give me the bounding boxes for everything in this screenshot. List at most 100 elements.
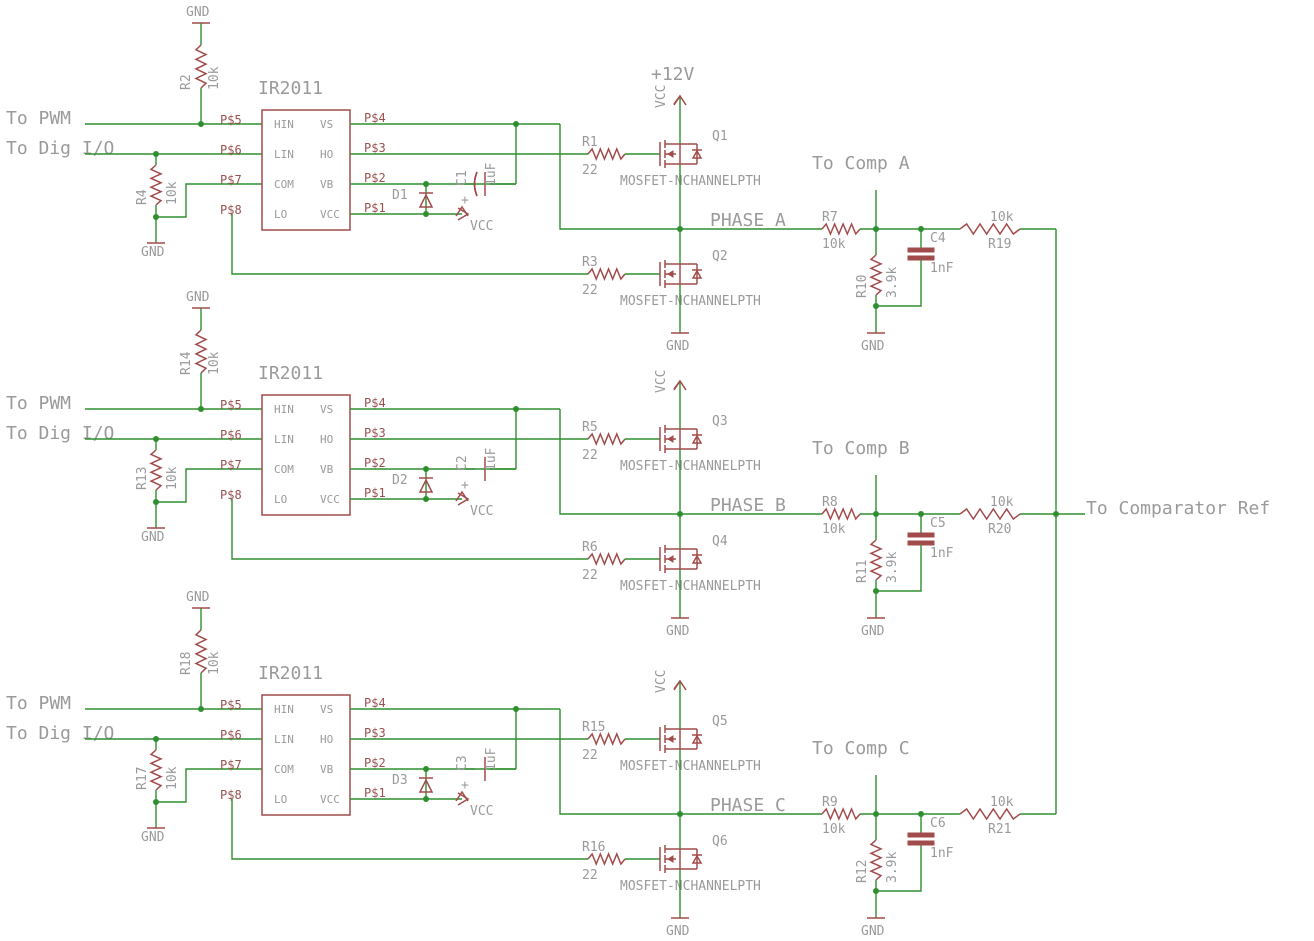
wire <box>559 409 680 515</box>
mosfet-ref: Q2 <box>712 249 728 264</box>
cap-value: 1uF <box>484 747 499 771</box>
gnd-label: GND <box>861 339 885 354</box>
pin-name: LIN <box>274 148 294 161</box>
resistor-value: 3.9k <box>885 267 900 298</box>
ic-body <box>261 694 351 816</box>
gnd-label: GND <box>141 245 165 260</box>
resistor-ref: R18 <box>179 652 194 675</box>
pin-name: HIN <box>274 403 294 416</box>
resistor-value: 10k <box>165 181 180 205</box>
gnd-label: GND <box>186 290 210 305</box>
cap-polarity: + <box>461 478 469 493</box>
resistor-symbol <box>149 749 163 791</box>
junction-dot <box>153 799 159 805</box>
resistor-symbol <box>587 432 626 446</box>
pin-number: P$7 <box>220 758 242 772</box>
phase-label: PHASE B <box>710 495 786 516</box>
mosfet-value: MOSFET-NCHANNELPTH <box>620 579 761 594</box>
cap-plate <box>907 247 935 253</box>
pin-number: P$5 <box>220 698 242 712</box>
resistor-value: 10k <box>822 237 846 252</box>
resistor-ref: R14 <box>179 351 194 375</box>
pin-number: P$5 <box>220 398 242 412</box>
mosfet-ref: Q5 <box>712 714 728 729</box>
pin-name: COM <box>274 763 294 776</box>
pwm-input-label: To PWM <box>6 108 71 129</box>
dig-io-input-label: To Dig I/O <box>6 723 114 744</box>
body-diode <box>691 554 703 564</box>
resistor-symbol <box>869 839 883 881</box>
resistor-ref: R1 <box>582 135 598 150</box>
resistor-value: 22 <box>582 748 598 763</box>
resistor-symbol <box>194 329 208 374</box>
resistor-ref: R5 <box>582 420 598 435</box>
pin-number: P$1 <box>364 201 386 215</box>
cap-value: 1nF <box>930 261 954 276</box>
cap-value: 1uF <box>484 447 499 471</box>
pin-name: VCC <box>320 493 340 506</box>
gnd-label: GND <box>666 339 690 354</box>
resistor-value: 22 <box>582 448 598 463</box>
cap-plate <box>907 540 935 546</box>
pin-name: LO <box>274 208 287 221</box>
gnd-label: GND <box>141 830 165 845</box>
resistor-value: 10k <box>990 495 1014 510</box>
phase-label: PHASE C <box>710 795 786 816</box>
pin-name: HIN <box>274 118 294 131</box>
cap-plate <box>907 255 935 261</box>
resistor-symbol <box>869 539 883 581</box>
resistor-value: 10k <box>207 651 222 675</box>
cap-plate-curved <box>473 171 478 197</box>
body-diode <box>691 149 703 159</box>
diode-ref: D2 <box>392 473 408 488</box>
junction-dot <box>198 121 204 127</box>
resistor-symbol <box>587 267 626 281</box>
mosfet-arrow <box>667 735 674 743</box>
vcc-label: VCC <box>654 370 669 393</box>
mosfet-ref: Q6 <box>712 834 728 849</box>
vcc-label: VCC <box>470 219 493 234</box>
resistor-value: 3.9k <box>885 552 900 583</box>
comparator-output-label: To Comp B <box>812 438 910 459</box>
pin-number: P$6 <box>220 143 242 157</box>
gnd-label: GND <box>666 624 690 639</box>
wire <box>559 124 680 230</box>
gnd-label: GND <box>186 590 210 605</box>
resistor-ref: R20 <box>988 522 1011 537</box>
pin-number: P$8 <box>220 788 242 802</box>
pin-number: P$3 <box>364 726 386 740</box>
resistor-symbol <box>587 852 626 866</box>
mosfet-arrow <box>667 855 674 863</box>
cap-plate <box>907 532 935 538</box>
resistor-symbol <box>194 629 208 674</box>
resistor-symbol <box>869 254 883 296</box>
vcc-label: VCC <box>654 670 669 693</box>
supply-12v-label: +12V <box>651 64 695 85</box>
gnd-label: GND <box>666 924 690 939</box>
wire <box>231 214 588 275</box>
mosfet-arrow <box>667 435 674 443</box>
body-diode <box>691 434 703 444</box>
ic-name: IR2011 <box>258 363 323 384</box>
mosfet-value: MOSFET-NCHANNELPTH <box>620 294 761 309</box>
ic-name: IR2011 <box>258 78 323 99</box>
resistor-symbol <box>194 44 208 89</box>
cap-polarity: + <box>461 778 469 793</box>
resistor-symbol <box>821 507 861 521</box>
mosfet-value: MOSFET-NCHANNELPTH <box>620 459 761 474</box>
resistor-ref: R10 <box>855 275 870 298</box>
diode-symbol <box>418 478 434 493</box>
ic-body <box>261 394 351 516</box>
resistor-symbol <box>587 552 626 566</box>
ic-body <box>261 109 351 231</box>
mosfet-arrow <box>667 150 674 158</box>
cap-ref: C6 <box>930 816 946 831</box>
resistor-ref: R17 <box>135 767 150 790</box>
resistor-ref: R16 <box>582 840 605 855</box>
pin-name: HO <box>320 433 333 446</box>
pin-number: P$1 <box>364 486 386 500</box>
wire <box>876 545 922 592</box>
pin-number: P$4 <box>364 396 386 410</box>
